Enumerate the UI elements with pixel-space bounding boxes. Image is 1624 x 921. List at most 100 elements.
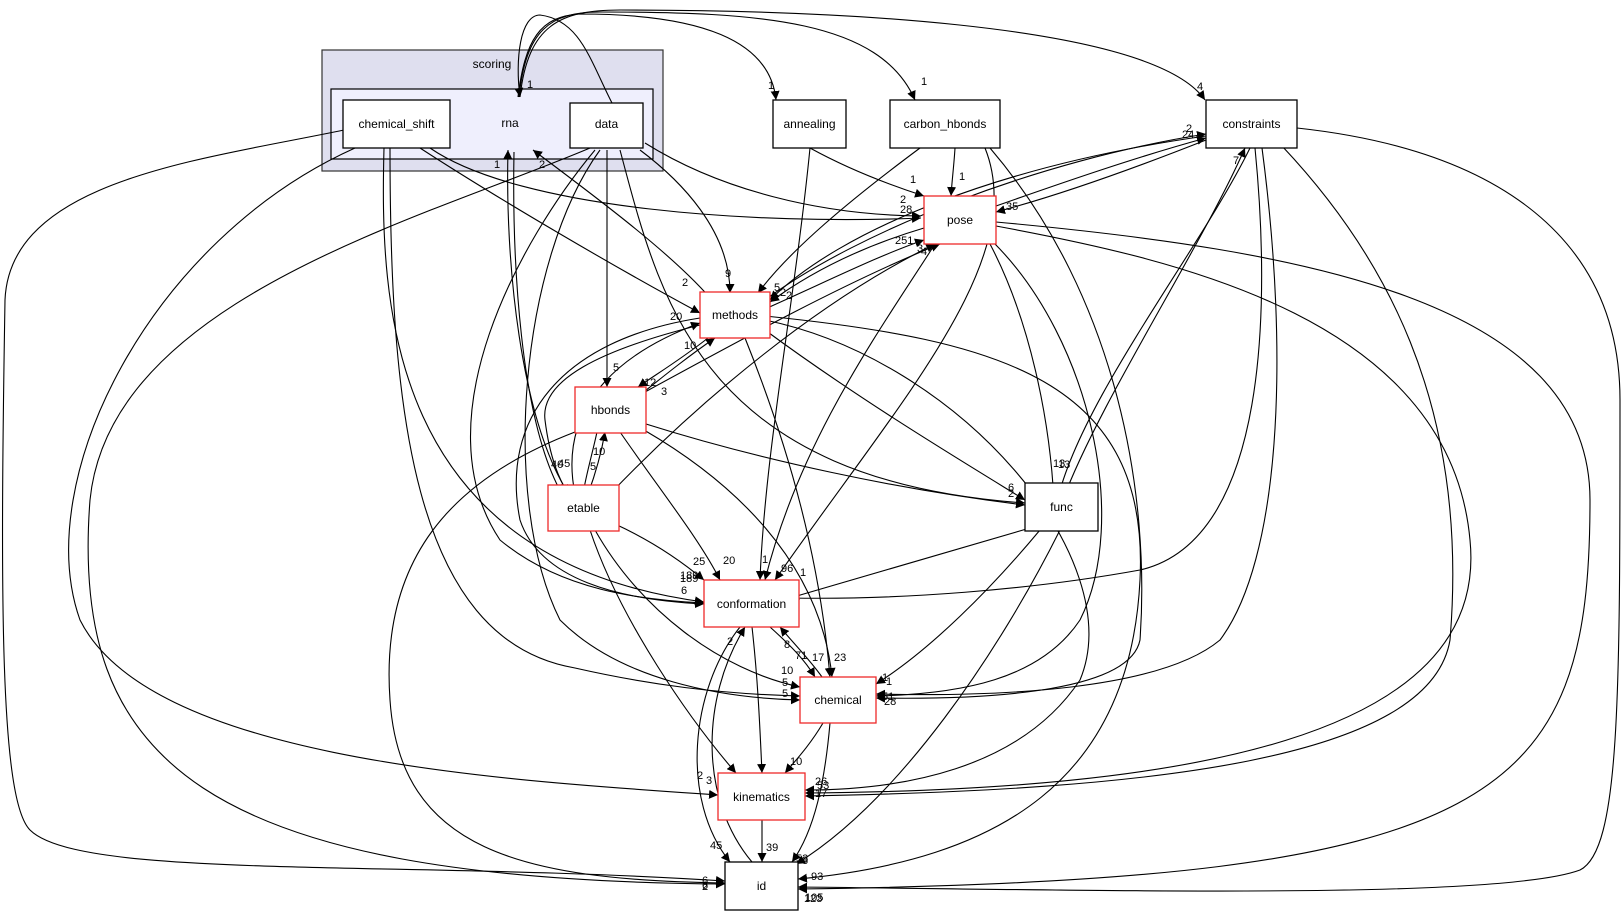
edge-id-conformation: [711, 626, 753, 863]
node-conformation-box: [703, 579, 800, 628]
edge-label-pose-kinematics: 17: [815, 788, 827, 800]
edge-constraints-conformation: [789, 147, 1263, 603]
edge-constraints-id: [797, 127, 1621, 892]
edge-label-methods-kinematics: 26: [815, 776, 827, 788]
edge-label-rna-annealing: 1: [768, 80, 774, 92]
edge-conformation-id: [696, 626, 741, 863]
node-constraints[interactable]: constraints: [1205, 99, 1298, 149]
edge-pose-func: [989, 243, 1059, 503]
edge-label-chemical-id: 53: [796, 853, 808, 865]
edge-label-constraints-id: 105: [805, 892, 823, 904]
edge-label-constraints-kinematics: 53: [817, 780, 829, 792]
edge-label-chemical_shift-id: 2: [702, 881, 708, 893]
edge-label-etable-kinematics: 3: [706, 775, 712, 787]
edge-conformation-kinematics: [751, 626, 767, 774]
edge-label-func-id: 3: [802, 855, 808, 867]
edge-hbonds-conformation: [619, 431, 721, 581]
edge-label-chemical_shift-conformation: 6: [681, 585, 687, 597]
edge-func-constraints: [1061, 147, 1246, 503]
edge-hbonds-id: [388, 431, 726, 888]
node-carbon_hbonds-box: [889, 99, 1001, 149]
edge-conformation-chemical: [769, 626, 816, 678]
node-data-label: data: [595, 117, 619, 131]
edge-annealing-pose: [809, 147, 925, 198]
edge-methods-kinematics: [764, 319, 1090, 795]
node-func[interactable]: func: [1024, 482, 1099, 532]
node-chemical-label: chemical: [814, 693, 861, 707]
edge-label-hbonds-pose: 4: [921, 246, 927, 258]
node-constraints-label: constraints: [1222, 117, 1280, 131]
node-methods-box: [699, 291, 771, 339]
edge-carbon_hbonds-pose: [947, 147, 957, 197]
edge-methods-hbonds: [637, 337, 709, 388]
edge-pose-chemical: [875, 243, 1103, 701]
edge-methods-pose: [764, 238, 925, 310]
edge-constraints-pose: [995, 139, 1207, 215]
node-chemical[interactable]: chemical: [799, 676, 877, 724]
edge-label-data-hbonds: 5: [613, 362, 619, 374]
node-kinematics-label: kinematics: [733, 790, 790, 804]
edge-chemical_shift-methods: [419, 147, 701, 314]
edge-methods-func: [764, 329, 1026, 501]
node-etable[interactable]: etable: [547, 484, 620, 532]
node-pose-box: [923, 195, 997, 245]
edge-constraints-chemical: [875, 147, 1278, 699]
node-annealing[interactable]: annealing: [772, 99, 847, 149]
edge-label-chemical_shift-methods: 2: [682, 277, 688, 289]
edge-func-conformation: [789, 527, 1031, 600]
node-chemical_shift[interactable]: chemical_shift: [342, 99, 451, 149]
edge-label-etable-methods: 3: [661, 386, 667, 398]
edge-label-methods-conformation: 189: [680, 570, 698, 582]
edge-methods-id: [764, 315, 1141, 883]
node-conformation[interactable]: conformation: [703, 579, 800, 628]
edge-label-pose-constraints: 2: [1186, 123, 1192, 135]
edge-data-func: [619, 149, 1026, 507]
node-chemical-box: [799, 676, 877, 724]
node-pose-label: pose: [947, 213, 973, 227]
edge-label-carbon_hbonds-conformation: 96: [781, 563, 793, 575]
edge-label-func-chemical: 1: [882, 672, 888, 684]
node-methods[interactable]: methods: [699, 291, 771, 339]
edge-chemical_shift-conformation: [382, 147, 705, 606]
edge-label-conformation-id: 45: [710, 840, 722, 852]
edge-label-data-rna: 1: [527, 79, 533, 91]
edge-pose-methods: [769, 227, 925, 303]
node-pose[interactable]: pose: [923, 195, 997, 245]
node-id-label: id: [757, 879, 766, 893]
edge-etable-rna: [503, 149, 571, 497]
node-carbon_hbonds-label: carbon_hbonds: [904, 117, 987, 131]
node-hbonds[interactable]: hbonds: [574, 386, 647, 434]
edge-label-pose-methods: 2: [786, 290, 792, 302]
edge-label-rna-carbon_hbonds: 1: [921, 76, 927, 88]
edge-label-constraints-chemical: 1: [886, 676, 892, 688]
edge-pose-constraints: [995, 136, 1207, 207]
node-chemical_shift-label: chemical_shift: [358, 117, 435, 131]
edge-label-etable-pose: 3: [917, 243, 923, 255]
edge-hbonds-func: [645, 423, 1026, 509]
edge-data-conformation: [470, 149, 705, 608]
edge-label-methods-constraints: 24: [1182, 129, 1194, 141]
edge-rna-constraints: [519, 9, 1206, 101]
node-hbonds-box: [574, 386, 647, 434]
edge-label-etable-hbonds: 10: [593, 446, 605, 458]
edge-label-pose-chemical: 28: [884, 696, 896, 708]
edge-label-data-conformation: 189: [680, 573, 698, 585]
node-carbon_hbonds[interactable]: carbon_hbonds: [889, 99, 1001, 149]
node-etable-box: [547, 484, 620, 532]
node-data[interactable]: data: [569, 102, 644, 149]
edge-methods-etable: [544, 324, 701, 495]
edge-label-constraints-func: 13: [1058, 459, 1070, 471]
edge-label-chemical-kinematics: 10: [790, 756, 802, 768]
node-data-box: [569, 102, 644, 149]
edge-label-hbonds-methods: 10: [684, 340, 696, 352]
edge-label-annealing-conformation: 1: [762, 554, 768, 566]
node-kinematics[interactable]: kinematics: [717, 772, 806, 821]
node-func-box: [1024, 482, 1099, 532]
edge-label-annealing-pose: 1: [910, 174, 916, 186]
edge-label-hbonds-func: 2: [1008, 488, 1014, 500]
edge-label-hbonds-chemical: 23: [834, 652, 846, 664]
node-id[interactable]: id: [724, 861, 799, 911]
node-id-box: [724, 861, 799, 911]
edge-constraints-kinematics: [804, 145, 1454, 801]
edge-pose-conformation: [762, 243, 936, 581]
